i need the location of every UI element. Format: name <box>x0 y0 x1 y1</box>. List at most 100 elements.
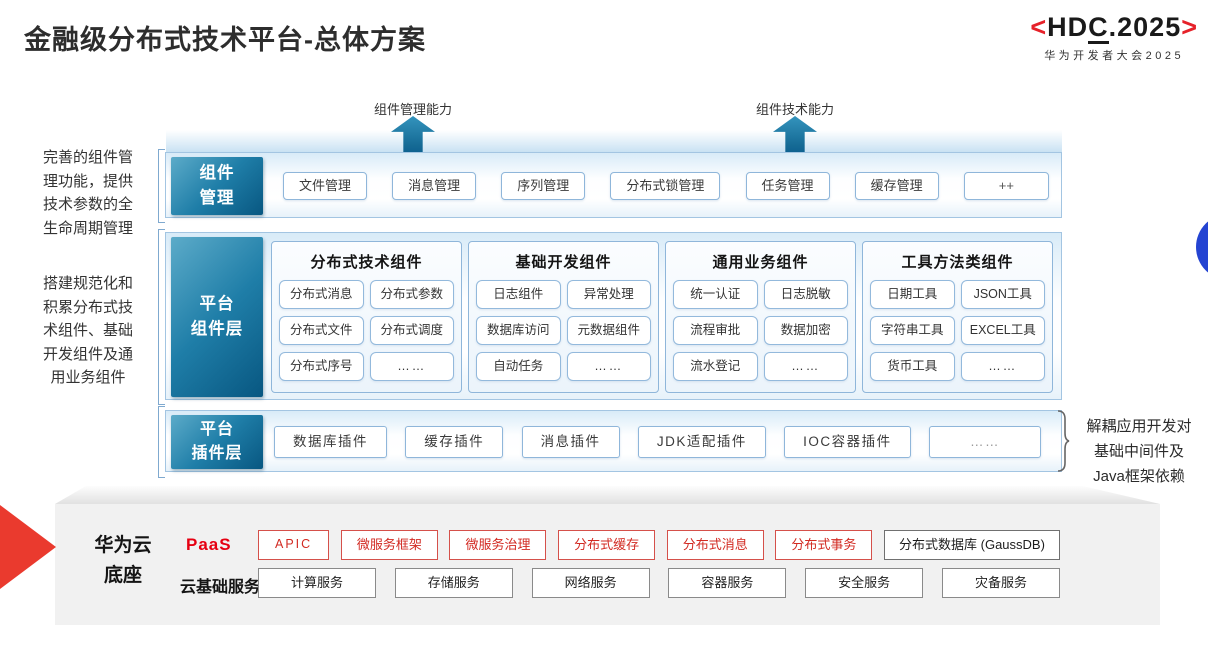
iaas-node: 存储服务 <box>394 568 513 598</box>
blue-circle-icon <box>1196 214 1208 280</box>
component-node: 自动任务 <box>476 352 561 381</box>
platform-component-row: 平台 组件层 分布式技术组件 分布式消息 分布式参数 分布式文件 分布式调度 分… <box>165 232 1062 400</box>
mgmt-node: 文件管理 <box>283 172 368 200</box>
mgmt-node: 序列管理 <box>501 172 586 200</box>
group-utility-methods: 工具方法类组件 日期工具 JSON工具 字符串工具 EXCEL工具 货币工具 …… <box>862 241 1053 393</box>
plugin-node-list: 数据库插件 缓存插件 消息插件 JDK适配插件 IOC容器插件 …… <box>274 425 1041 459</box>
component-node: 数据加密 <box>763 316 848 345</box>
iaas-node: 安全服务 <box>805 568 924 598</box>
component-management-row: 组件 管理 文件管理 消息管理 序列管理 分布式锁管理 任务管理 缓存管理 ++ <box>165 152 1062 218</box>
hdc-logo-text: <HDC.2025> <box>1030 12 1198 45</box>
row-bracket-icon <box>158 406 165 478</box>
component-node: 货币工具 <box>870 352 955 381</box>
note-line: 理功能，提供 <box>42 172 133 190</box>
component-node: EXCEL工具 <box>960 316 1045 345</box>
hdc-logo-subtitle: 华为开发者大会2025 <box>1044 50 1185 63</box>
annotation-line: Java框架依赖 <box>1093 468 1185 485</box>
row-bracket-icon <box>158 149 165 223</box>
page-title: 金融级分布式技术平台-总体方案 <box>24 25 426 55</box>
component-node: 异常处理 <box>566 280 651 309</box>
mgmt-node: 分布式锁管理 <box>610 172 721 200</box>
layer-label-line: 管理 <box>199 189 235 207</box>
iaas-node: 计算服务 <box>258 568 376 598</box>
hdc-logo: <HDC.2025> 华为开发者大会2025 <box>1030 12 1198 63</box>
logo-c-underlined: C <box>1088 13 1109 45</box>
layer-label-platform-plugins: 平台 插件层 <box>171 415 263 469</box>
layer-label-line: 组件 <box>199 164 235 182</box>
cloud-label-line: 华为云 <box>94 535 152 556</box>
component-node-more: …… <box>369 352 454 381</box>
layer-label-component-management: 组件 管理 <box>171 157 263 215</box>
mgmt-node: 任务管理 <box>745 172 830 200</box>
component-node: 分布式消息 <box>279 280 364 309</box>
component-node: 元数据组件 <box>566 316 651 345</box>
note-component-management: 完善的组件管 理功能，提供 技术参数的全 生命周期管理 <box>18 146 158 240</box>
note-line: 积累分布式技 <box>42 298 133 316</box>
mgmt-node-more: ++ <box>963 172 1049 200</box>
note-line: 搭建规范化和 <box>42 275 133 292</box>
paas-node-list: APIC 微服务框架 微服务治理 分布式缓存 分布式消息 分布式事务 分布式数据… <box>258 530 1060 560</box>
group-grid: 日期工具 JSON工具 字符串工具 EXCEL工具 货币工具 …… <box>870 280 1045 381</box>
component-node: 分布式序号 <box>279 352 364 381</box>
group-title: 分布式技术组件 <box>310 254 423 271</box>
annotation-line: 解耦应用开发对 <box>1086 418 1192 435</box>
layer-label-line: 组件层 <box>190 320 244 338</box>
paas-node: 微服务治理 <box>449 530 547 560</box>
note-platform-components: 搭建规范化和 积累分布式技 术组件、基础 开发组件及通 用业务组件 <box>18 272 158 390</box>
note-line: 完善的组件管 <box>42 149 133 166</box>
paas-label: PaaS <box>186 535 232 554</box>
layer-label-platform-components: 平台 组件层 <box>171 237 263 397</box>
component-node-more: …… <box>566 352 651 381</box>
paas-node: 分布式事务 <box>775 530 873 560</box>
iaas-node: 网络服务 <box>531 568 650 598</box>
paas-node-gaussdb: 分布式数据库 (GaussDB) <box>884 530 1060 560</box>
cloud-panel-top-face <box>55 486 1160 504</box>
paas-node: 分布式消息 <box>666 530 764 560</box>
group-basic-dev: 基础开发组件 日志组件 异常处理 数据库访问 元数据组件 自动任务 …… <box>468 241 659 393</box>
decoupling-annotation: 解耦应用开发对 基础中间件及 Java框架依赖 <box>1072 414 1206 489</box>
mgmt-node: 消息管理 <box>392 172 477 200</box>
note-line: 用业务组件 <box>50 369 126 386</box>
row-bracket-icon <box>158 229 165 405</box>
plugin-node: IOC容器插件 <box>784 426 911 458</box>
arrow-label-technical: 组件技术能力 <box>755 102 834 117</box>
note-line: 技术参数的全 <box>42 196 133 213</box>
component-node: 数据库访问 <box>476 316 561 345</box>
plugin-node-more: …… <box>928 426 1041 458</box>
component-node: 日志组件 <box>476 280 561 309</box>
layer-label-line: 平台 <box>199 295 235 313</box>
component-node-more: …… <box>960 352 1045 381</box>
logo-right-bracket-icon: > <box>1181 12 1198 42</box>
group-grid: 日志组件 异常处理 数据库访问 元数据组件 自动任务 …… <box>476 280 651 381</box>
platform-plugin-row: 平台 插件层 数据库插件 缓存插件 消息插件 JDK适配插件 IOC容器插件 …… <box>165 410 1062 472</box>
component-node: 日志脱敏 <box>763 280 848 309</box>
plugin-node: 消息插件 <box>521 426 620 458</box>
logo-hd: HD <box>1047 12 1089 42</box>
paas-node: APIC <box>258 530 330 560</box>
group-distributed-tech: 分布式技术组件 分布式消息 分布式参数 分布式文件 分布式调度 分布式序号 …… <box>271 241 462 393</box>
iaas-node: 容器服务 <box>668 568 787 598</box>
layer-label-line: 平台 <box>199 421 234 438</box>
component-node: JSON工具 <box>960 280 1045 309</box>
group-grid: 分布式消息 分布式参数 分布式文件 分布式调度 分布式序号 …… <box>279 280 454 381</box>
group-title: 基础开发组件 <box>515 254 612 271</box>
logo-left-bracket-icon: < <box>1030 12 1048 42</box>
component-node: 统一认证 <box>673 280 758 309</box>
plugin-node: 数据库插件 <box>274 426 387 458</box>
component-node: 分布式文件 <box>279 316 364 345</box>
top-glow-band <box>166 130 1062 152</box>
component-node: 流程审批 <box>673 316 758 345</box>
iaas-node: 灾备服务 <box>941 568 1060 598</box>
note-line: 开发组件及通 <box>42 345 133 363</box>
paas-node: 微服务框架 <box>340 530 438 560</box>
mgmt-node: 缓存管理 <box>854 172 939 200</box>
component-node: 分布式调度 <box>369 316 454 345</box>
group-title: 通用业务组件 <box>712 254 809 271</box>
note-line: 生命周期管理 <box>42 219 133 237</box>
cloud-label-line: 底座 <box>103 565 142 586</box>
group-common-business: 通用业务组件 统一认证 日志脱敏 流程审批 数据加密 流水登记 …… <box>665 241 856 393</box>
component-node: 字符串工具 <box>870 316 955 345</box>
group-title: 工具方法类组件 <box>901 254 1014 271</box>
component-node: 流水登记 <box>673 352 758 381</box>
